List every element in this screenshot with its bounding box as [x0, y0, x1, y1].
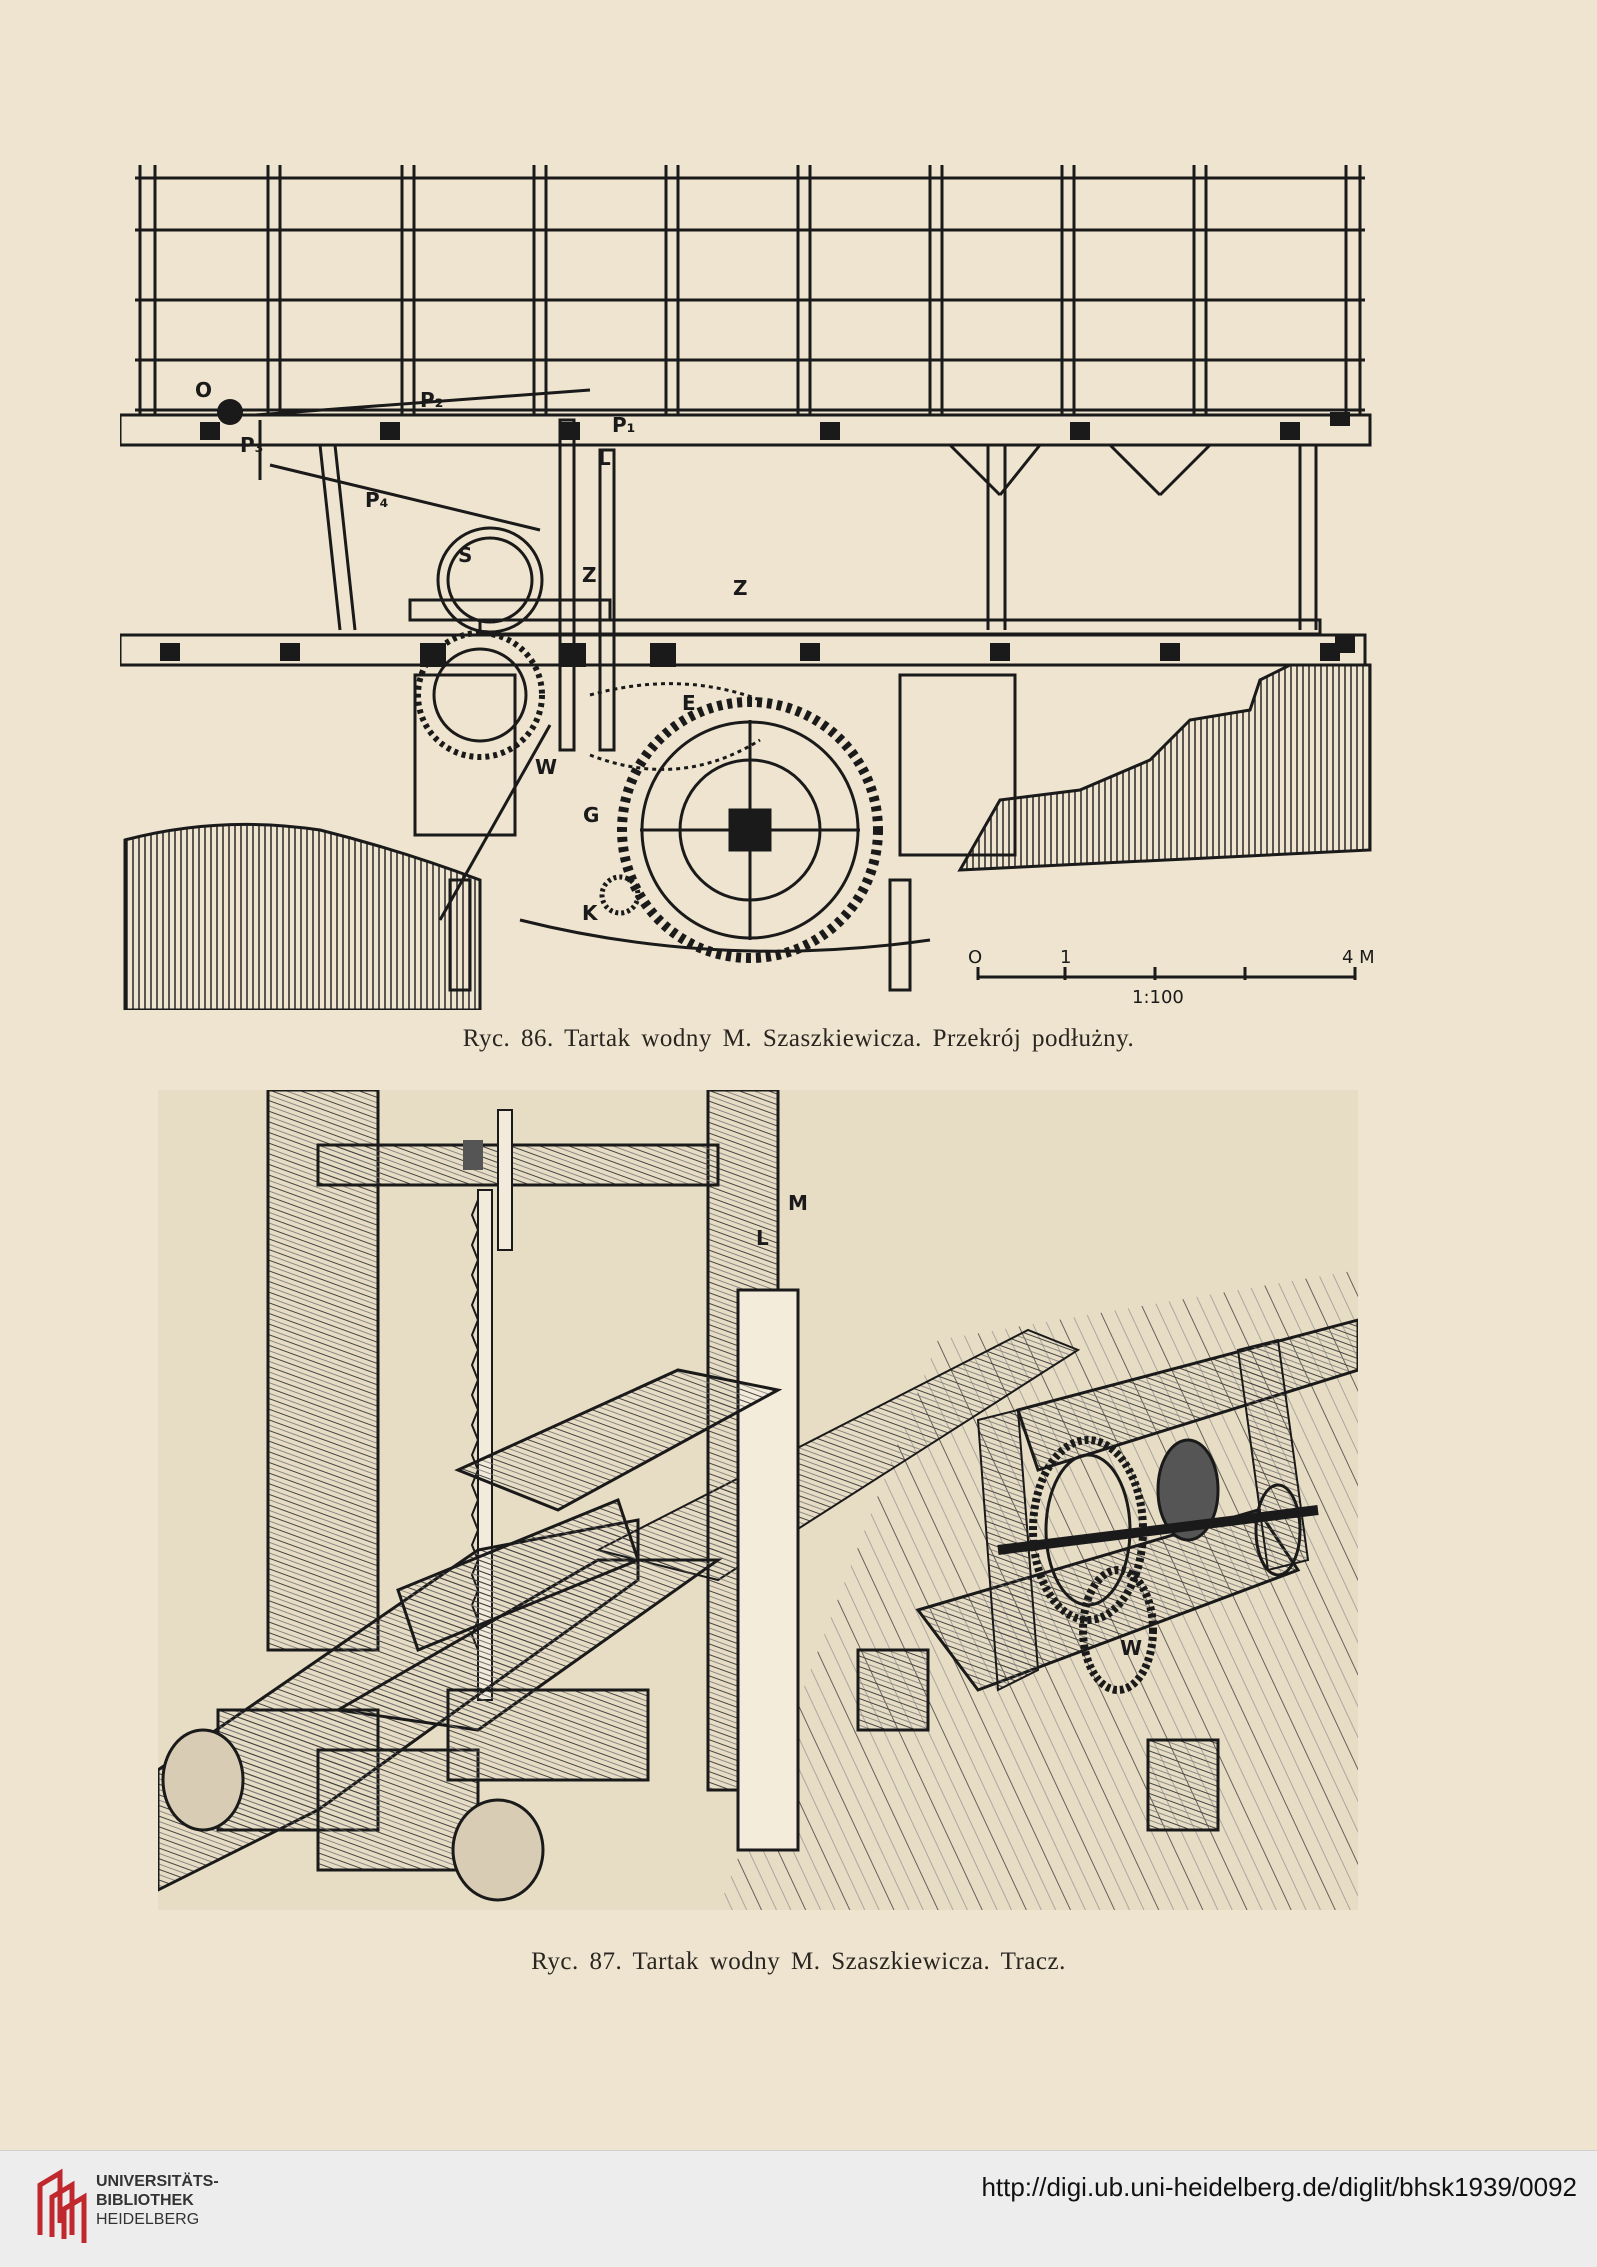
- source-url-link[interactable]: http://digi.ub.uni-heidelberg.de/diglit/…: [981, 2172, 1577, 2202]
- university-library-logo-icon: [37, 2168, 87, 2243]
- figure-86-caption: Ryc. 86. Tartak wodny M. Szaszkiewicza. …: [462, 1025, 1135, 1052]
- library-name: UNIVERSITÄTS- BIBLIOTHEK HEIDELBERG: [96, 2172, 219, 2229]
- label-W87: W: [1120, 1636, 1142, 1660]
- label-S: S: [458, 543, 472, 567]
- label-P3: P₃: [240, 433, 263, 457]
- figure-87-caption: Ryc. 87. Tartak wodny M. Szaszkiewicza. …: [531, 1948, 1066, 1975]
- label-P4: P₄: [365, 488, 388, 512]
- library-name-line3: HEIDELBERG: [96, 2211, 200, 2228]
- label-O: O: [195, 378, 212, 402]
- label-P1: P₁: [612, 413, 635, 437]
- label-Z2: Z: [733, 576, 748, 600]
- label-G: G: [583, 803, 599, 827]
- figure-87-drawing: M L W: [158, 1090, 1358, 1910]
- label-P2: P₂: [420, 388, 443, 412]
- label-L87: L: [756, 1226, 769, 1250]
- label-Z1: Z: [582, 563, 597, 587]
- label-L: L: [598, 446, 611, 470]
- label-E: E: [682, 691, 696, 715]
- library-name-line1: UNIVERSITÄTS-: [96, 2173, 219, 2190]
- label-W: W: [535, 755, 557, 779]
- scale-four: 4 M: [1342, 947, 1375, 968]
- scale-zero: O: [968, 947, 982, 968]
- scale-ratio: 1:100: [1132, 987, 1184, 1008]
- label-M: M: [788, 1191, 808, 1215]
- label-K: K: [582, 901, 599, 925]
- scale-one: 1: [1060, 947, 1071, 968]
- library-name-line2: BIBLIOTHEK: [96, 2192, 194, 2209]
- scale-bar: O 1 4 M 1:100: [968, 947, 1375, 1008]
- figure-86-drawing: O P₂ P₁ P₃ P₄ S Z Z L E W G K O 1 4 M 1:…: [120, 165, 1375, 1010]
- footer-bar: [0, 2150, 1597, 2267]
